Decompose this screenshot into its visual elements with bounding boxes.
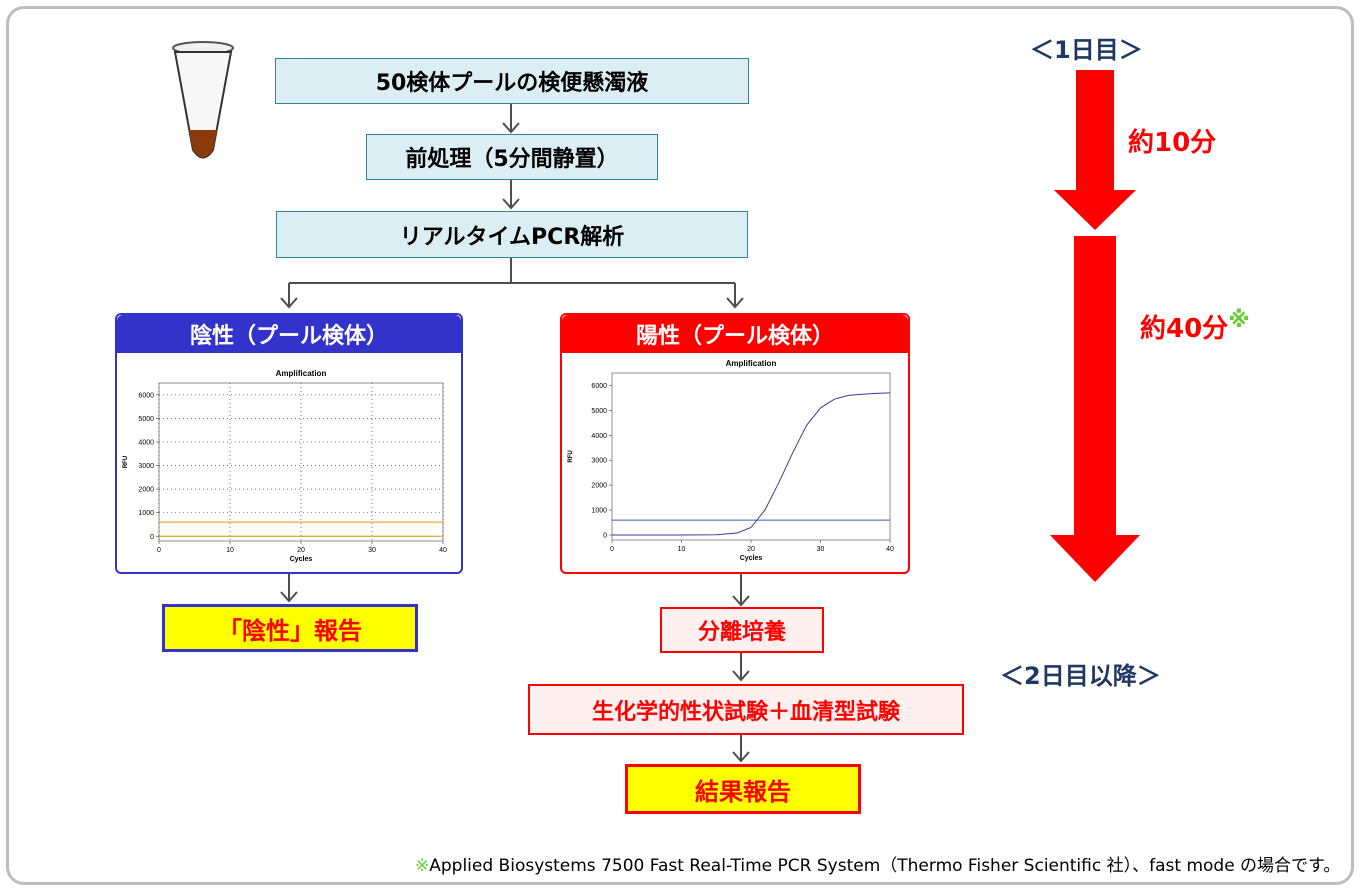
negative-panel-header: 陰性（プール検体） [117, 315, 461, 353]
step-pooled-suspension: 50検体プールの検便懸濁液 [275, 58, 749, 104]
x-tick-label: 0 [610, 546, 614, 553]
y-axis-label: RFU [568, 450, 574, 462]
x-tick-label: 40 [886, 546, 894, 553]
footnote-text: Applied Biosystems 7500 Fast Real-Time P… [429, 856, 1341, 876]
y-tick-label: 3000 [591, 458, 607, 465]
plot-area [158, 382, 444, 542]
footnote: ※Applied Biosystems 7500 Fast Real-Time … [415, 851, 1340, 876]
x-tick-label: 0 [157, 547, 161, 554]
chart-title: Amplification [276, 369, 327, 378]
plot-area [611, 372, 891, 541]
x-tick-label: 10 [226, 547, 234, 554]
x-tick-label: 20 [297, 547, 305, 554]
x-tick-label: 30 [368, 547, 376, 554]
result-report-box: 結果報告 [625, 764, 861, 814]
timeline-arrow-40min [1050, 236, 1140, 582]
day1-label: ＜1日目＞ [1030, 36, 1143, 64]
time-10min-label: 約10分 [1128, 128, 1217, 158]
step-realtime-pcr: リアルタイムPCR解析 [276, 211, 748, 258]
time-40min-text: 約40分 [1140, 314, 1229, 344]
footnote-mark: ※ [415, 856, 430, 876]
x-tick-label: 10 [678, 546, 686, 553]
x-axis-label: Cycles [290, 556, 313, 563]
y-tick-label: 6000 [591, 383, 607, 390]
y-tick-label: 0 [150, 534, 154, 541]
negative-panel: 陰性（プール検体） Amplification 0 1000 2000 3000 4000… [115, 313, 463, 574]
x-tick-label: 20 [747, 546, 755, 553]
culture-box: 分離培養 [660, 607, 824, 653]
time-40min-label: 約40分※ [1140, 308, 1250, 345]
y-axis-label: RFU [123, 456, 129, 468]
step-pretreatment: 前処理（5分間静置） [366, 134, 658, 180]
positive-amplification-chart: Amplification 0 1000 2000 3000 4000 5000 6000 0 1… [568, 359, 894, 562]
x-tick-label: 30 [817, 546, 825, 553]
y-tick-label: 1000 [138, 510, 154, 517]
x-tick-label: 40 [439, 547, 447, 554]
y-tick-label: 2000 [138, 487, 154, 494]
positive-panel: 陽性（プール検体） Amplification 0 1000 2000 3000 4000… [560, 313, 910, 574]
y-tick-label: 4000 [138, 439, 154, 446]
y-tick-label: 6000 [138, 392, 154, 399]
series-line [612, 392, 891, 536]
y-tick-label: 3000 [138, 463, 154, 470]
negative-report-box: 「陰性」報告 [162, 604, 418, 652]
x-axis-label: Cycles [740, 555, 763, 562]
timeline-arrow-10min [1054, 70, 1136, 230]
y-tick-label: 5000 [138, 416, 154, 423]
positive-panel-header: 陽性（プール検体） [562, 315, 908, 353]
y-tick-label: 0 [603, 533, 607, 540]
biochemical-serotype-test-box: 生化学的性状試験＋血清型試験 [528, 684, 964, 735]
y-tick-label: 4000 [591, 433, 607, 440]
asterisk-mark: ※ [1228, 308, 1250, 333]
negative-amplification-chart: Amplification 0 1000 2000 3000 4000 5000 6000 0 1… [123, 369, 447, 563]
chart-title: Amplification [726, 359, 777, 368]
y-tick-label: 1000 [591, 508, 607, 515]
y-tick-label: 2000 [591, 483, 607, 490]
y-tick-label: 5000 [591, 408, 607, 415]
day2-label: ＜2日目以降＞ [1000, 662, 1161, 690]
